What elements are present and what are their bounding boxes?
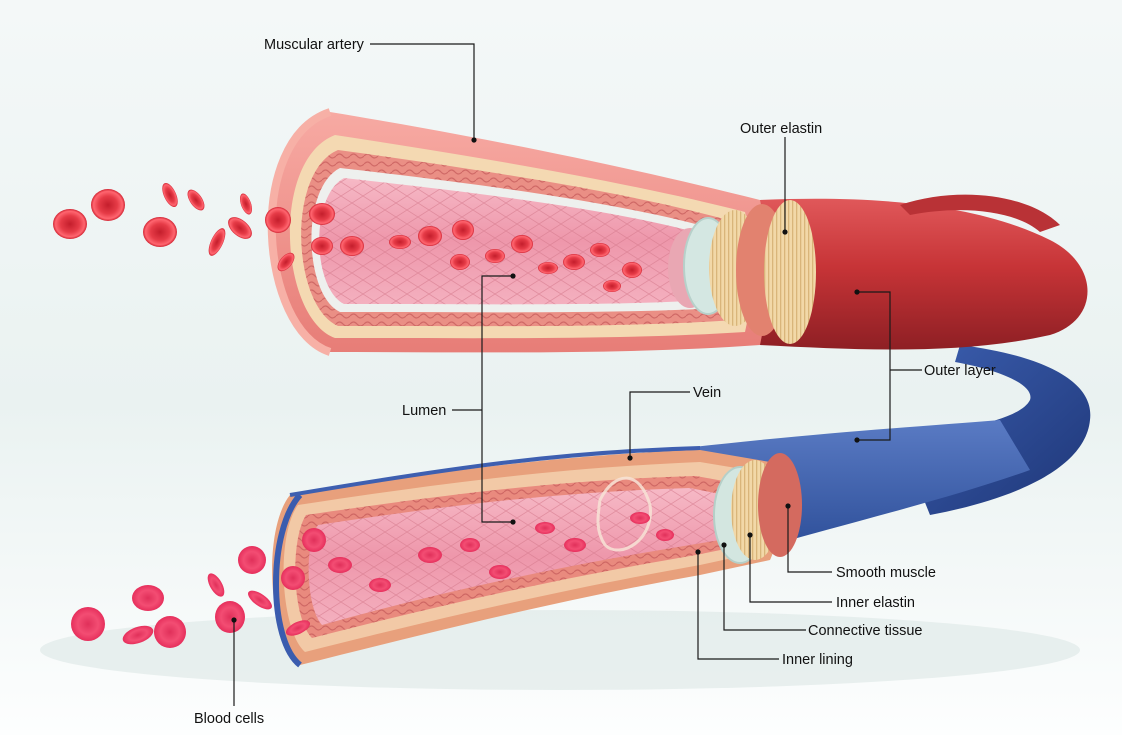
leader-dot (854, 437, 860, 443)
label-vein: Vein (693, 385, 721, 401)
blood-cell (418, 226, 442, 246)
leader-dot (510, 273, 516, 279)
blood-cell (265, 207, 291, 233)
blood-cell (328, 557, 352, 573)
blood-cell (208, 228, 226, 256)
blood-cell (154, 616, 186, 648)
blood-cell (622, 262, 642, 278)
blood-cell (564, 538, 586, 552)
blood-cell (340, 236, 364, 256)
blood-cell (71, 607, 105, 641)
leader-connective-tissue (723, 545, 806, 631)
floor-shadow (40, 610, 1080, 690)
artery-mouth-rim (267, 108, 332, 356)
leader-dot (231, 617, 237, 623)
leader-lines (231, 43, 922, 706)
blood-cell (511, 235, 533, 253)
blood-cell (418, 547, 442, 563)
blood-cell (187, 189, 205, 211)
blood-cell (228, 217, 252, 239)
blood-cell (563, 254, 585, 270)
blood-cell (452, 220, 474, 240)
blood-cell (630, 512, 650, 524)
blood-cell (302, 528, 326, 552)
labels: Muscular artery Outer elastin Outer laye… (194, 37, 996, 727)
leader-vein (629, 391, 690, 458)
blood-cell (489, 565, 511, 579)
leader-dot (721, 542, 727, 548)
artery-loop (900, 194, 1060, 232)
leader-dot (747, 532, 753, 538)
artery (267, 108, 1088, 356)
label-muscular-artery: Muscular artery (264, 37, 365, 53)
artery-outer-layer (760, 198, 1088, 350)
label-smooth-muscle: Smooth muscle (836, 565, 936, 581)
label-outer-elastin: Outer elastin (740, 121, 822, 137)
blood-cell (162, 182, 178, 208)
leader-lumen (481, 275, 513, 523)
label-lumen: Lumen (402, 403, 446, 419)
leader-dot (510, 519, 516, 525)
blood-cell (309, 203, 335, 225)
label-blood-cells: Blood cells (194, 711, 264, 727)
leader-dot (627, 455, 633, 461)
artery-outer-elastin-ring (764, 200, 816, 344)
blood-cell (485, 249, 505, 263)
blood-cell (277, 252, 295, 272)
artery-blood-cells (309, 203, 642, 292)
vein-top-rim (289, 446, 701, 497)
blood-cell (369, 578, 391, 592)
blood-cell (590, 243, 610, 257)
vein-valve (596, 476, 652, 552)
blood-cell (238, 546, 266, 574)
blood-cell (285, 620, 311, 636)
label-outer-layer: Outer layer (924, 363, 996, 379)
blood-cell (143, 217, 177, 247)
leader-inner-elastin (749, 535, 832, 603)
blood-cell (239, 193, 253, 215)
blood-cell (603, 280, 621, 292)
label-inner-lining: Inner lining (782, 652, 853, 668)
leader-outer-layer (857, 291, 891, 441)
floating-blood-cells-lower (71, 528, 326, 648)
blood-cell (538, 262, 558, 274)
blood-cell (656, 529, 674, 541)
vein (272, 345, 1091, 668)
blood-cell (389, 235, 411, 249)
blood-cell (281, 566, 305, 590)
leader-dot (471, 137, 477, 143)
leader-muscular-artery (370, 43, 475, 140)
blood-cell (215, 601, 245, 633)
leader-smooth-muscle (787, 506, 832, 573)
blood-cell (207, 573, 225, 597)
leader-dot (695, 549, 701, 555)
leader-dot (782, 229, 788, 235)
label-inner-elastin: Inner elastin (836, 595, 915, 611)
blood-cell (460, 538, 480, 552)
blood-cell (535, 522, 555, 534)
floating-blood-cells-upper (53, 182, 295, 272)
label-connective-tissue: Connective tissue (808, 623, 922, 639)
blood-cell (311, 237, 333, 255)
blood-cell (91, 189, 125, 221)
leader-dot (854, 289, 860, 295)
leader-dot (785, 503, 791, 509)
blood-cell (53, 209, 87, 239)
vein-blood-cells (328, 512, 674, 592)
blood-cell (248, 590, 272, 610)
vein-lining-texture (308, 488, 726, 625)
blood-cell (122, 625, 154, 645)
blood-cell (450, 254, 470, 270)
leader-inner-lining (697, 552, 779, 660)
vein-mouth-rim (273, 492, 303, 668)
vein-muscle-ring (758, 453, 802, 557)
blood-cell (132, 585, 164, 611)
